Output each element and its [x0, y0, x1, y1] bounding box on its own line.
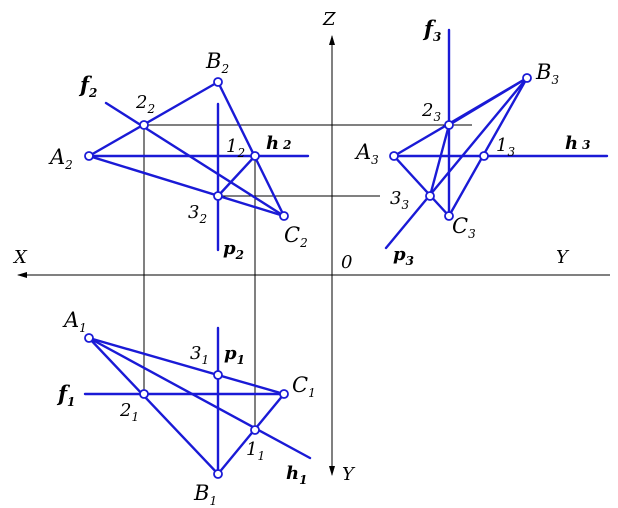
label-1-1: 11 [246, 439, 265, 463]
point-c3 [444, 211, 454, 221]
label-p1: p1 [224, 343, 245, 367]
point-b1 [213, 469, 223, 479]
projection-lines [143, 124, 472, 430]
point-c1 [279, 389, 289, 399]
label-1-2: 12 [226, 136, 245, 160]
triangle-abc-1 [85, 335, 287, 476]
line-p3 [384, 76, 529, 250]
segment-2-3-3 [428, 123, 451, 198]
label-c1: C1 [292, 373, 316, 400]
axis-label-y: Y [556, 247, 570, 268]
line-h1 [87, 336, 312, 460]
horizontal-view [83, 326, 312, 479]
label-f3: f3 [422, 16, 441, 44]
label-f2: f2 [78, 72, 97, 100]
label-p2: p2 [223, 238, 244, 262]
label-3-2: 32 [188, 202, 207, 226]
label-3-1: 31 [190, 343, 209, 367]
label-b2: B2 [205, 49, 229, 76]
label-h1: h1 [286, 463, 307, 487]
point-1-2 [250, 151, 260, 161]
label-p3: p3 [393, 244, 414, 268]
segment-2-b-3 [447, 76, 529, 127]
axis-labels: X Y Z 0 Y [12, 9, 570, 485]
point-3-3 [425, 191, 435, 201]
axes [17, 35, 610, 476]
point-2-1 [139, 389, 149, 399]
label-b1: B1 [193, 481, 217, 508]
point-1-1 [250, 425, 260, 435]
label-a2: A2 [48, 145, 73, 172]
label-2-1: 21 [119, 400, 139, 424]
line-f2 [104, 101, 286, 218]
point-a3 [389, 151, 399, 161]
label-a3: A3 [354, 140, 379, 167]
axis-label-y-lower: Y [342, 464, 356, 485]
point-2-3 [444, 120, 454, 130]
point-2-2 [139, 120, 149, 130]
axis-label-z: Z [322, 9, 336, 30]
point-3-1 [213, 370, 223, 380]
point-b3 [522, 73, 532, 83]
point-3-2 [213, 191, 223, 201]
label-b3: B3 [535, 60, 559, 87]
axis-label-origin: 0 [341, 252, 352, 273]
label-a1: A1 [62, 308, 87, 335]
point-1-3 [479, 151, 489, 161]
label-1-3: 13 [496, 135, 515, 159]
label-3-3: 33 [390, 188, 409, 212]
label-c3: C3 [452, 214, 476, 241]
label-2-2: 22 [135, 92, 155, 116]
triangle-abc-2 [86, 80, 287, 218]
label-c2: C2 [284, 223, 308, 250]
label-2-3: 23 [421, 100, 441, 124]
axis-label-x: X [12, 247, 28, 268]
point-a1 [84, 333, 94, 343]
label-f1: f1 [56, 381, 75, 409]
point-a2 [84, 151, 94, 161]
frontal-view [84, 77, 310, 252]
point-c2 [279, 211, 289, 221]
profile-view [384, 28, 609, 250]
point-b2 [213, 77, 223, 87]
segment-3-1-2 [216, 154, 257, 198]
